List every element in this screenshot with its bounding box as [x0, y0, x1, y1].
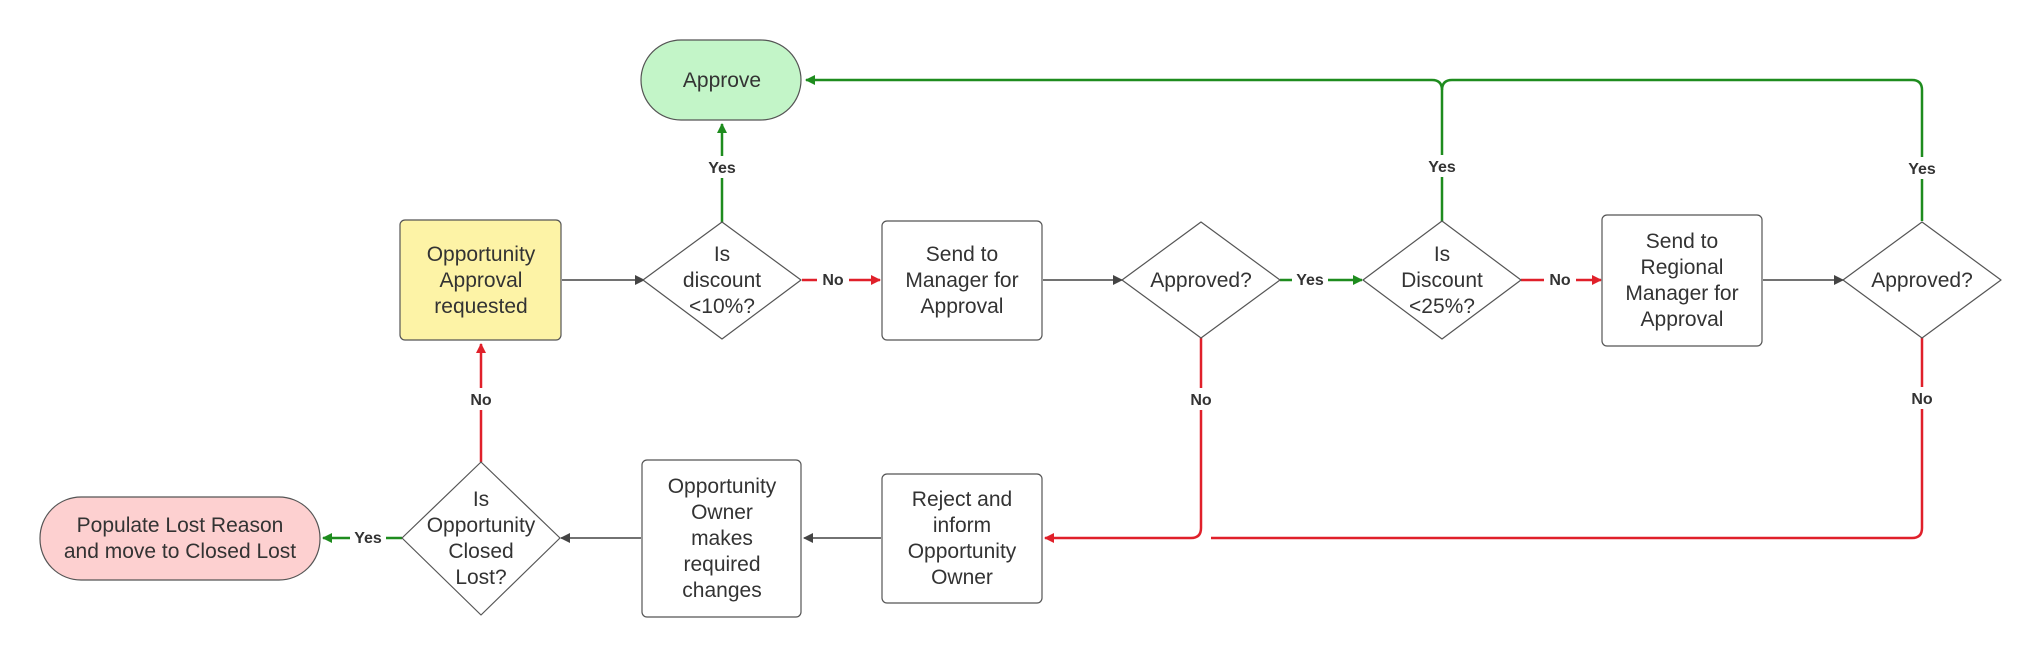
edge-approved1-no-to-reject: [1044, 338, 1203, 543]
node-approve[interactable]: Approve: [640, 39, 802, 121]
node-send-to-manager-line-3: Approval: [921, 295, 1004, 318]
node-approved-1-line-1: Approved?: [1150, 269, 1252, 292]
node-is-closed-lost-line-3: Closed: [448, 540, 513, 563]
node-is-discount-10[interactable]: Is discount <10%?: [642, 221, 802, 340]
node-reject-and-inform-line-1: Reject and: [912, 488, 1012, 511]
node-reject-and-inform-line-2: inform: [933, 514, 991, 537]
label-closed-lost-no: No: [470, 392, 492, 409]
node-is-closed-lost-line-4: Lost?: [455, 566, 506, 589]
node-populate-lost-reason-line-1: Populate Lost Reason: [77, 514, 284, 537]
node-owner-makes-changes-line-2: Owner: [691, 501, 753, 524]
node-reject-and-inform-line-3: Opportunity: [908, 540, 1017, 563]
node-approved-2[interactable]: Approved?: [1842, 221, 2002, 339]
node-is-closed-lost-line-1: Is: [473, 488, 489, 511]
node-send-to-regional-manager-line-4: Approval: [1641, 308, 1724, 331]
label-approved1-yes: Yes: [1296, 272, 1324, 289]
node-owner-makes-changes-line-3: makes: [691, 527, 753, 550]
node-approve-line-1: Approve: [683, 69, 761, 92]
node-populate-lost-reason[interactable]: Populate Lost Reason and move to Closed L…: [39, 496, 321, 581]
label-discount10-no: No: [822, 272, 844, 289]
node-reject-and-inform-line-4: Owner: [931, 566, 993, 589]
edge-approved2-no-to-reject: [1211, 338, 1924, 540]
node-send-to-regional-manager-line-3: Manager for: [1625, 282, 1738, 305]
node-approved-1[interactable]: Approved?: [1121, 221, 1281, 339]
node-opportunity-approval-requested-line-3: requested: [434, 295, 527, 318]
label-discount25-yes: Yes: [1428, 159, 1456, 176]
node-opportunity-approval-requested-line-1: Opportunity: [427, 243, 536, 266]
node-is-discount-10-line-2: discount: [683, 269, 761, 292]
node-is-discount-10-line-3: <10%?: [689, 295, 755, 318]
edge-discount25-yes-to-approve: [805, 75, 1444, 221]
node-approved-2-line-1: Approved?: [1871, 269, 1973, 292]
label-approved2-no: No: [1911, 391, 1933, 408]
node-owner-makes-changes-line-1: Opportunity: [668, 475, 777, 498]
edge-labels: Yes No Yes Yes No Yes No No No Yes: [350, 155, 1944, 548]
label-discount25-no: No: [1549, 272, 1571, 289]
node-send-to-manager-line-2: Manager for: [905, 269, 1018, 292]
node-send-to-manager-line-1: Send to: [926, 243, 998, 266]
node-owner-makes-changes-line-4: required: [683, 553, 760, 576]
node-populate-lost-reason-line-2: and move to Closed Lost: [64, 540, 296, 563]
node-is-discount-25-line-3: <25%?: [1409, 295, 1475, 318]
node-send-to-regional-manager-line-2: Regional: [1641, 256, 1724, 279]
label-discount10-yes: Yes: [708, 160, 736, 177]
node-send-to-regional-manager-line-1: Send to: [1646, 230, 1718, 253]
label-approved1-no: No: [1190, 392, 1212, 409]
node-is-discount-25-line-1: Is: [1434, 243, 1450, 266]
node-opportunity-approval-requested-line-2: Approval: [440, 269, 523, 292]
label-closed-lost-yes: Yes: [354, 530, 382, 547]
label-approved2-yes: Yes: [1908, 161, 1936, 178]
node-is-discount-10-line-1: Is: [714, 243, 730, 266]
node-is-closed-lost-line-2: Opportunity: [427, 514, 536, 537]
node-is-discount-25-line-2: Discount: [1401, 269, 1483, 292]
node-owner-makes-changes-line-5: changes: [682, 579, 761, 602]
edge-approved2-yes-to-approve: [1440, 78, 1924, 221]
